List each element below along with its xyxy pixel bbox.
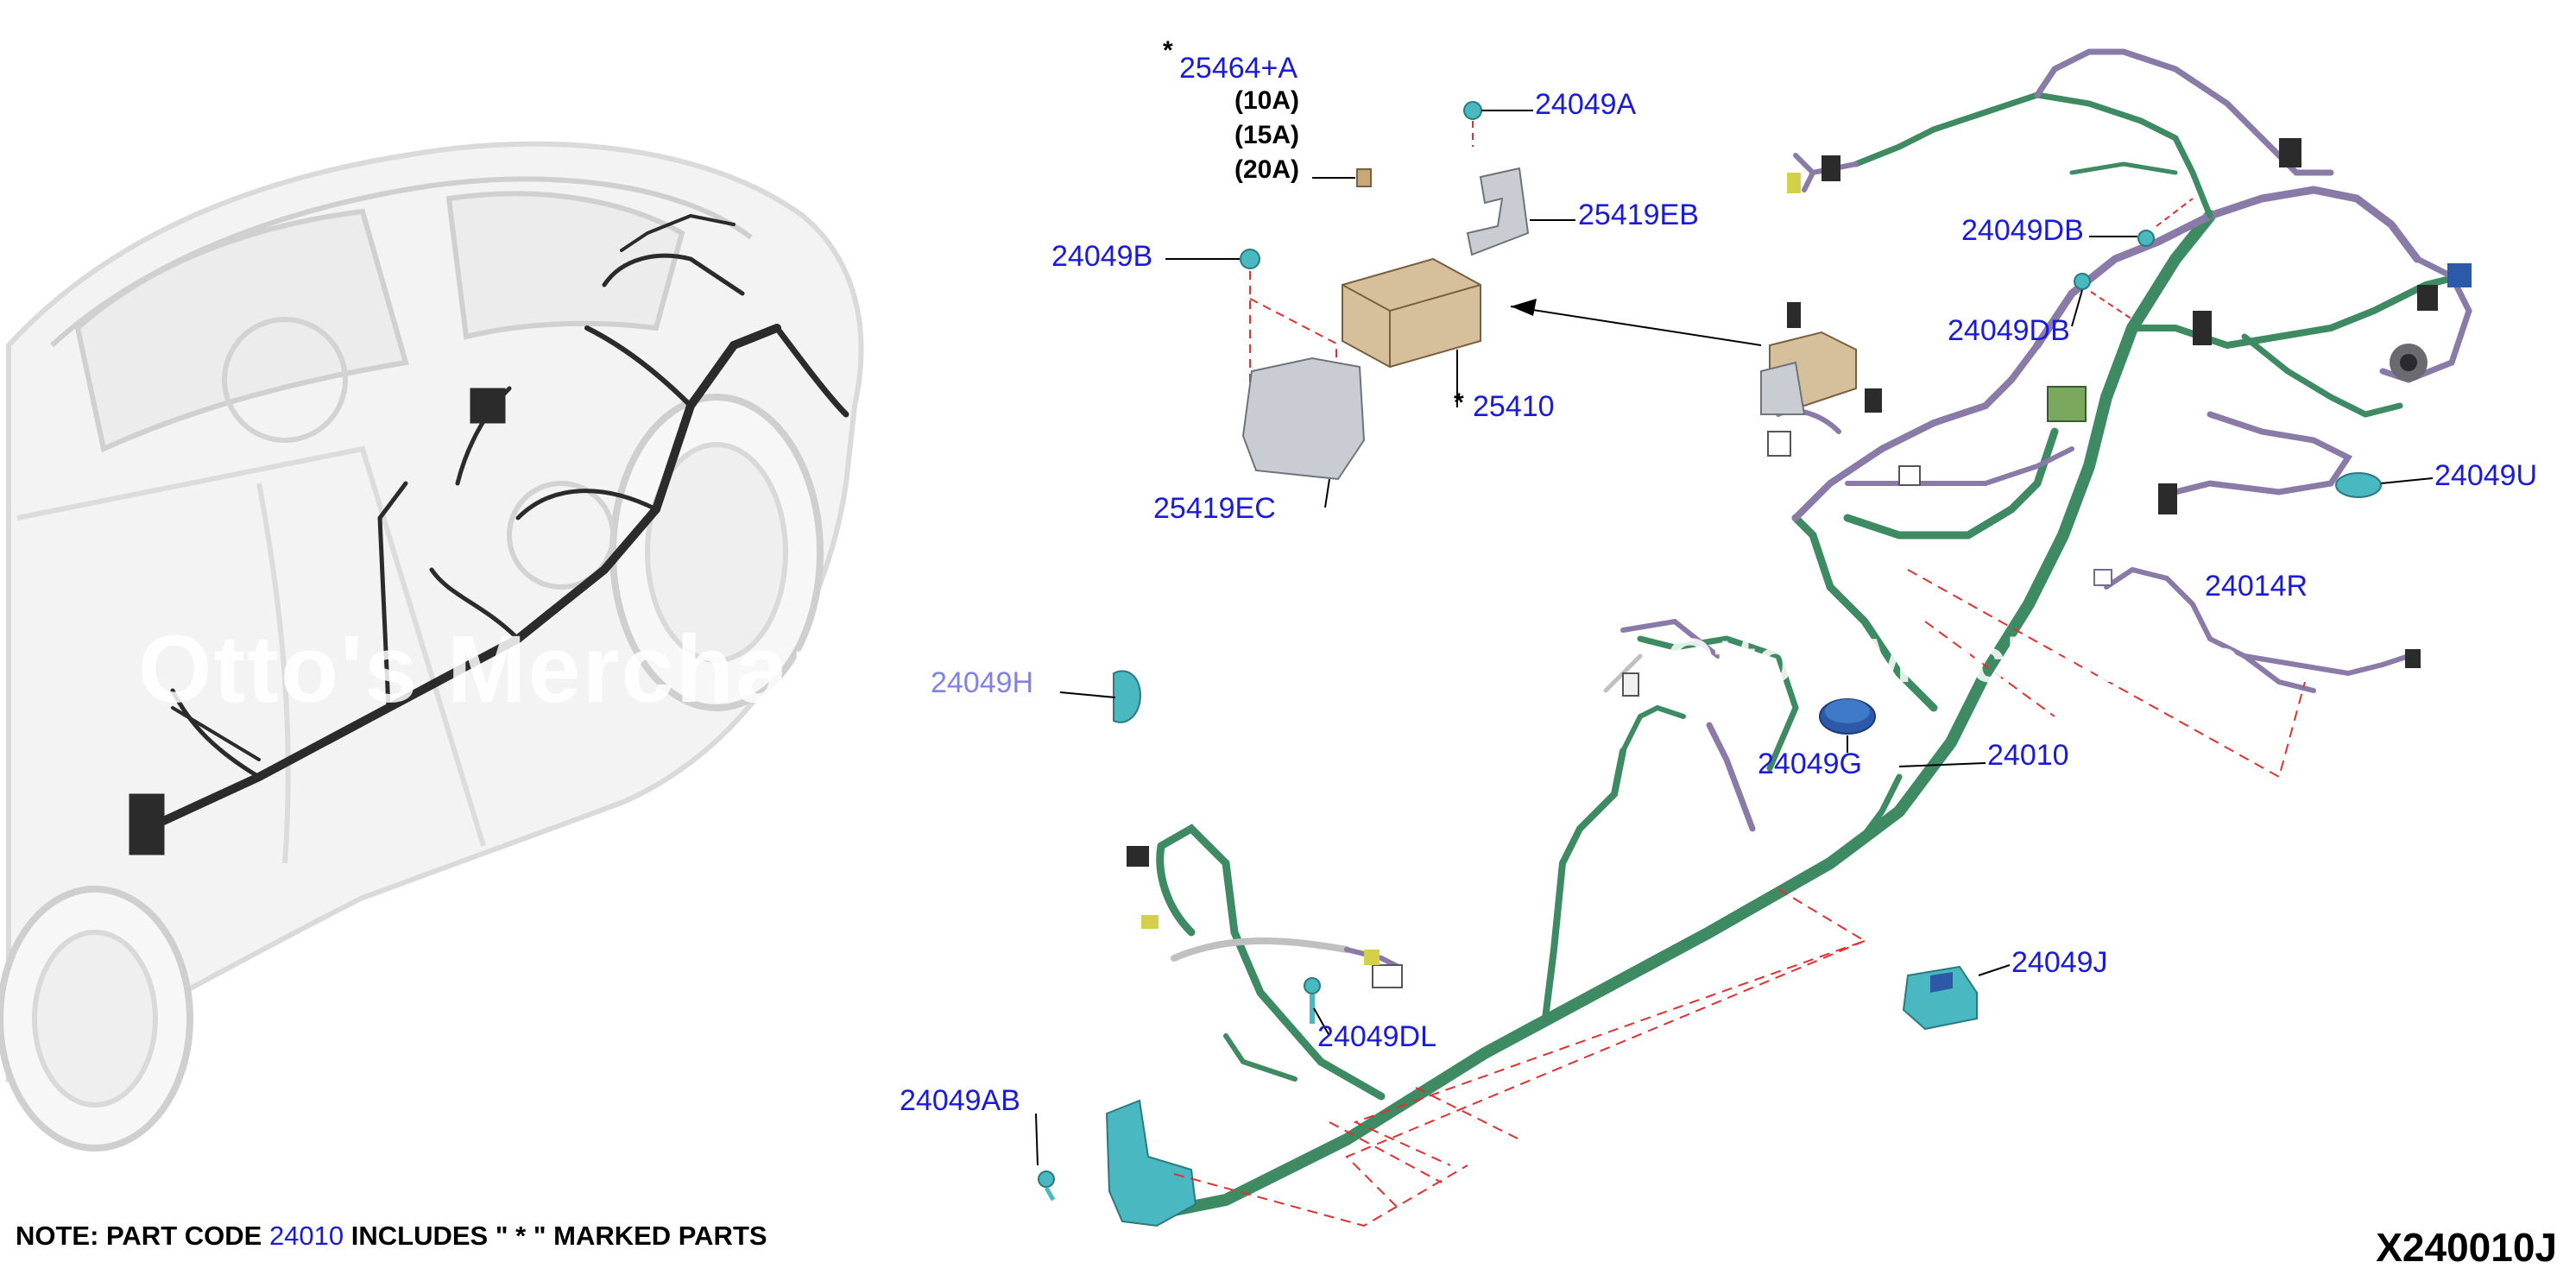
callout-lines (1173, 569, 2306, 1227)
label-24049ab: 24049AB (900, 1084, 1020, 1117)
label-amp-20: (20A) (1234, 155, 1300, 184)
grommet-24049u (2335, 472, 2434, 498)
label-24049j: 24049J (2011, 946, 2108, 979)
footnote-suffix: INCLUDES " * " MARKED PARTS (344, 1221, 767, 1251)
harness-connectors (1127, 138, 2472, 988)
vehicle-harness (129, 213, 849, 855)
harness-fuse-block (1760, 302, 1882, 415)
bracket-24049j (1902, 964, 2011, 1031)
watermark-left: Otto's Merchandise (138, 616, 1047, 723)
label-24049u: 24049U (2434, 459, 2538, 492)
label-24014r: 24014R (2205, 570, 2308, 603)
footnote: NOTE: PART CODE 24010 INCLUDES " * " MAR… (16, 1221, 767, 1252)
label-amp-10: (10A) (1234, 86, 1300, 115)
label-25419eb: 25419EB (1578, 199, 1699, 231)
grommet-24049g (1819, 698, 1876, 753)
marker-star-25410: * (1454, 388, 1464, 417)
label-24049a: 24049A (1535, 88, 1637, 121)
bolt-24049dl (1304, 977, 1330, 1037)
main-harness-24010 (1133, 48, 2472, 1223)
footnote-prefix: NOTE: PART CODE (16, 1221, 269, 1251)
bracket-24049ab (1035, 1099, 1197, 1227)
bolt-24049a (1463, 101, 1533, 147)
label-25464a: 25464+A (1179, 52, 1298, 85)
label-25410: 25410 (1473, 390, 1555, 423)
bolt-24049b (1165, 249, 1337, 480)
bracket-25419ec (1241, 357, 1366, 508)
leader-24010 (1898, 762, 1986, 767)
harness-24014r (2093, 566, 2421, 693)
fuse-25464-a (1312, 168, 1372, 187)
watermark-right: Otto's Merchandise (1666, 627, 2240, 696)
label-amp-15: (15A) (1234, 121, 1300, 149)
grommet-24049h (1059, 670, 1141, 723)
bolt-24049db-2 (2071, 273, 2133, 327)
bolt-24049db-1 (2089, 198, 2194, 247)
label-24010: 24010 (1987, 739, 2069, 772)
label-24049db-2: 24049DB (1948, 314, 2070, 347)
vehicle-outline (0, 141, 864, 1152)
label-24049g: 24049G (1758, 748, 1862, 780)
bracket-25419eb (1466, 167, 1575, 256)
fuse-block-25410 (1342, 257, 1762, 407)
diagram-code: X240010J (2376, 1225, 2557, 1270)
label-24049h: 24049H (931, 666, 1034, 699)
label-24049b: 24049B (1051, 240, 1153, 273)
label-24049dl: 24049DL (1317, 1020, 1437, 1053)
footnote-code: 24010 (268, 1221, 344, 1251)
marker-star: * (1163, 36, 1173, 65)
label-24049db-1: 24049DB (1961, 214, 2084, 247)
label-25419ec: 25419EC (1153, 492, 1276, 525)
